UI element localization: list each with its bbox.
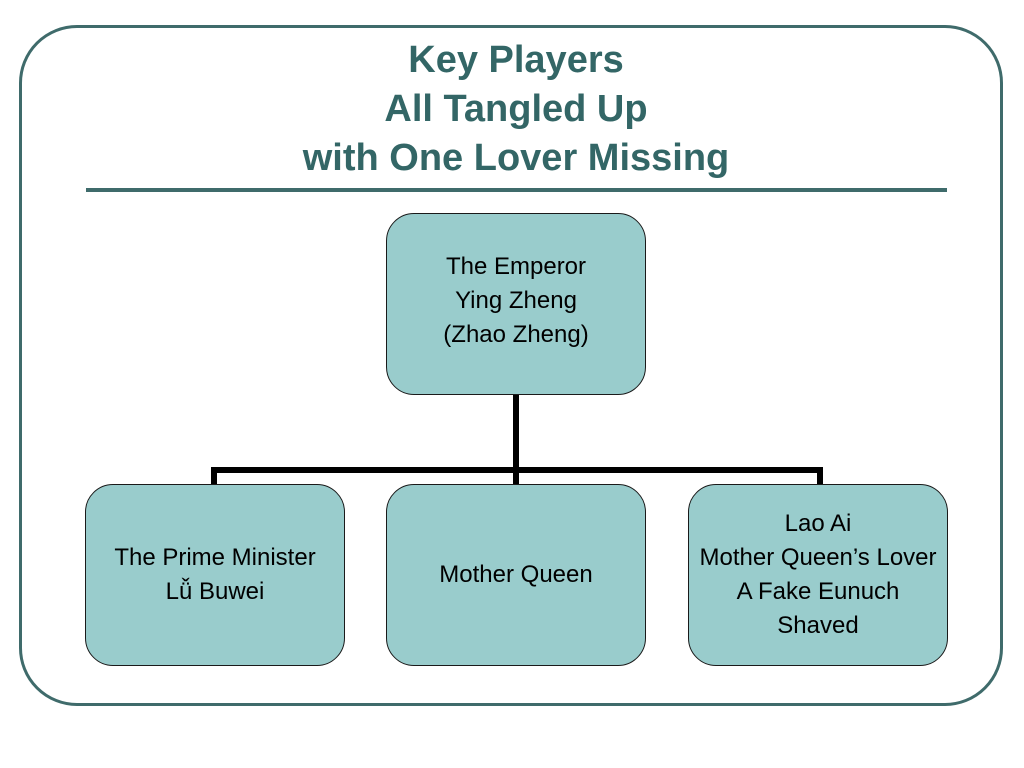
node-mother-queen-line: Mother Queen — [439, 561, 593, 588]
node-lao-ai-line: A Fake Eunuch — [736, 578, 900, 605]
node-lao-ai-line: Shaved — [777, 612, 859, 639]
node-emperor: The Emperor Ying Zheng (Zhao Zheng) — [386, 213, 646, 395]
node-lao-ai-line: Mother Queen’s Lover — [699, 544, 937, 571]
node-prime-minister-line: The Prime Minister — [114, 544, 316, 571]
node-prime-minister-line: Lǚ Buwei — [165, 578, 265, 605]
node-emperor-line: Ying Zheng — [455, 287, 577, 314]
node-mother-queen: Mother Queen — [386, 484, 646, 666]
node-prime-minister: The Prime Minister Lǚ Buwei — [85, 484, 345, 666]
title-line-1: Key Players — [408, 39, 624, 81]
node-emperor-line: (Zhao Zheng) — [443, 321, 589, 348]
node-emperor-line: The Emperor — [445, 253, 587, 280]
slide-title: Key Players All Tangled Up with One Love… — [86, 36, 946, 183]
node-lao-ai: Lao Ai Mother Queen’s Lover A Fake Eunuc… — [688, 484, 948, 666]
node-lao-ai-line: Lao Ai — [784, 510, 852, 537]
title-line-3: with One Lover Missing — [302, 137, 730, 179]
title-divider — [86, 188, 947, 192]
slide-frame — [19, 25, 1003, 706]
title-line-2: All Tangled Up — [384, 88, 648, 130]
